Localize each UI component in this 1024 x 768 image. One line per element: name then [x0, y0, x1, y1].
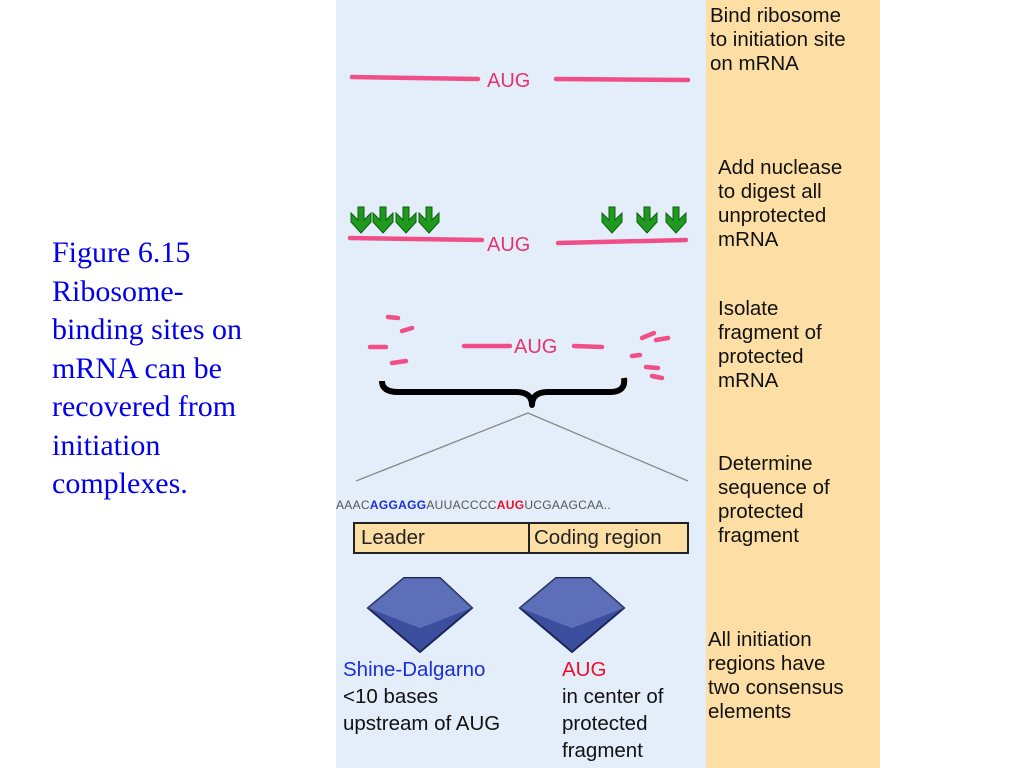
step-consensus-elements: All initiation regions have two consensu… [708, 628, 844, 724]
zoom-line [527, 412, 689, 482]
step-line: to initiation site [710, 28, 846, 51]
step-line: unprotected [718, 204, 827, 227]
caption-line: Figure 6.15 [52, 236, 191, 269]
sequence-part: UCGAAGCAA.. [524, 498, 611, 512]
mrna-fragment [629, 352, 643, 359]
step-line: elements [708, 700, 792, 723]
nuclease-arrow-icon [350, 206, 372, 234]
step-isolate-fragment: Isolate fragment of protected mRNA [718, 297, 822, 393]
caption-line: Ribosome- [52, 274, 184, 308]
description-line: fragment [562, 739, 643, 762]
leader-label: Leader [355, 524, 530, 552]
description-line: upstream of AUG [343, 712, 501, 735]
shine-dalgarno-title: Shine-Dalgarno [343, 658, 486, 681]
nuclease-arrow-icon [418, 206, 440, 234]
caption-line: mRNA can be [52, 351, 222, 385]
mrna-fragment [389, 358, 409, 366]
step-line: Determine [718, 452, 813, 475]
caption-line: initiation [52, 428, 161, 462]
nuclease-arrow-icon [665, 206, 687, 234]
shine-dalgarno-description: Shine-Dalgarno <10 bases upstream of AUG [343, 656, 500, 737]
description-line: in center of [562, 685, 664, 708]
mrna-fragment [649, 373, 665, 381]
mrna-fragment [639, 330, 657, 341]
mrna-diagram: AUG AUG AUG [347, 70, 691, 654]
big-down-arrow-icon [368, 578, 472, 628]
sequence-part: AUUACCCC [426, 498, 497, 512]
caption-line: complexes. [52, 467, 188, 500]
caption-line: recovered from [52, 390, 237, 423]
mrna-fragment [385, 314, 401, 321]
step-line: on mRNA [710, 52, 799, 75]
zoom-line [355, 412, 529, 482]
step-line: two consensus [708, 676, 844, 699]
step-line: regions have [708, 652, 826, 675]
mrna-strand-left [349, 74, 481, 82]
figure-caption: Figure 6.15 Ribosome- binding sites on m… [52, 234, 322, 504]
step-line: sequence of [718, 476, 830, 499]
nuclease-arrow-icon [395, 206, 417, 234]
shine-dalgarno-sequence: AGGAGG [369, 498, 427, 512]
nuclease-arrow-icon [372, 206, 394, 234]
step-line: protected [718, 345, 804, 368]
step-determine-sequence: Determine sequence of protected fragment [718, 452, 830, 548]
mrna-fragment [643, 364, 661, 371]
mrna-fragment [571, 343, 605, 350]
mrna-fragment [653, 335, 671, 343]
step-line: protected [718, 500, 804, 523]
aug-title: AUG [562, 658, 607, 681]
aug-description: AUG in center of protected fragment [562, 656, 663, 764]
description-line: <10 bases [343, 685, 439, 708]
mrna-sequence: AAACAGGAGGAUUACCCCAUGUCGAAGCAA.. [336, 498, 716, 512]
step-line: Bind ribosome [710, 4, 842, 27]
step-line: fragment [718, 524, 799, 547]
bracket-icon [379, 377, 628, 408]
step-line: Isolate [718, 297, 779, 320]
step-add-nuclease: Add nuclease to digest all unprotected m… [718, 156, 842, 252]
coding-region-label: Coding region [534, 526, 662, 549]
nuclease-arrow-icon [636, 206, 658, 234]
big-down-arrow-icon [520, 578, 624, 628]
segment-box: Leader Coding region [353, 522, 689, 554]
mrna-strand-right [555, 237, 689, 246]
diagram-panel [336, 0, 706, 768]
steps-panel [706, 0, 880, 768]
step-line: fragment of [718, 321, 822, 344]
step-line: to digest all [718, 180, 822, 203]
step-line: mRNA [718, 369, 779, 392]
mrna-strand-left [347, 235, 485, 243]
mrna-fragment [399, 325, 415, 334]
aug-label: AUG [487, 234, 530, 256]
caption-line: binding sites on [52, 313, 243, 346]
step-bind-ribosome: Bind ribosome to initiation site on mRNA [710, 4, 846, 76]
step-line: Add nuclease [718, 156, 843, 179]
start-codon: AUG [496, 498, 525, 512]
aug-label: AUG [487, 70, 530, 92]
description-line: protected [562, 712, 648, 735]
nuclease-arrow-icon [601, 206, 623, 234]
aug-label: AUG [514, 336, 557, 358]
step-line: mRNA [718, 228, 779, 251]
sequence-part: AAAC [336, 498, 370, 512]
step-line: All initiation [708, 628, 812, 651]
mrna-strand-right [553, 76, 691, 83]
